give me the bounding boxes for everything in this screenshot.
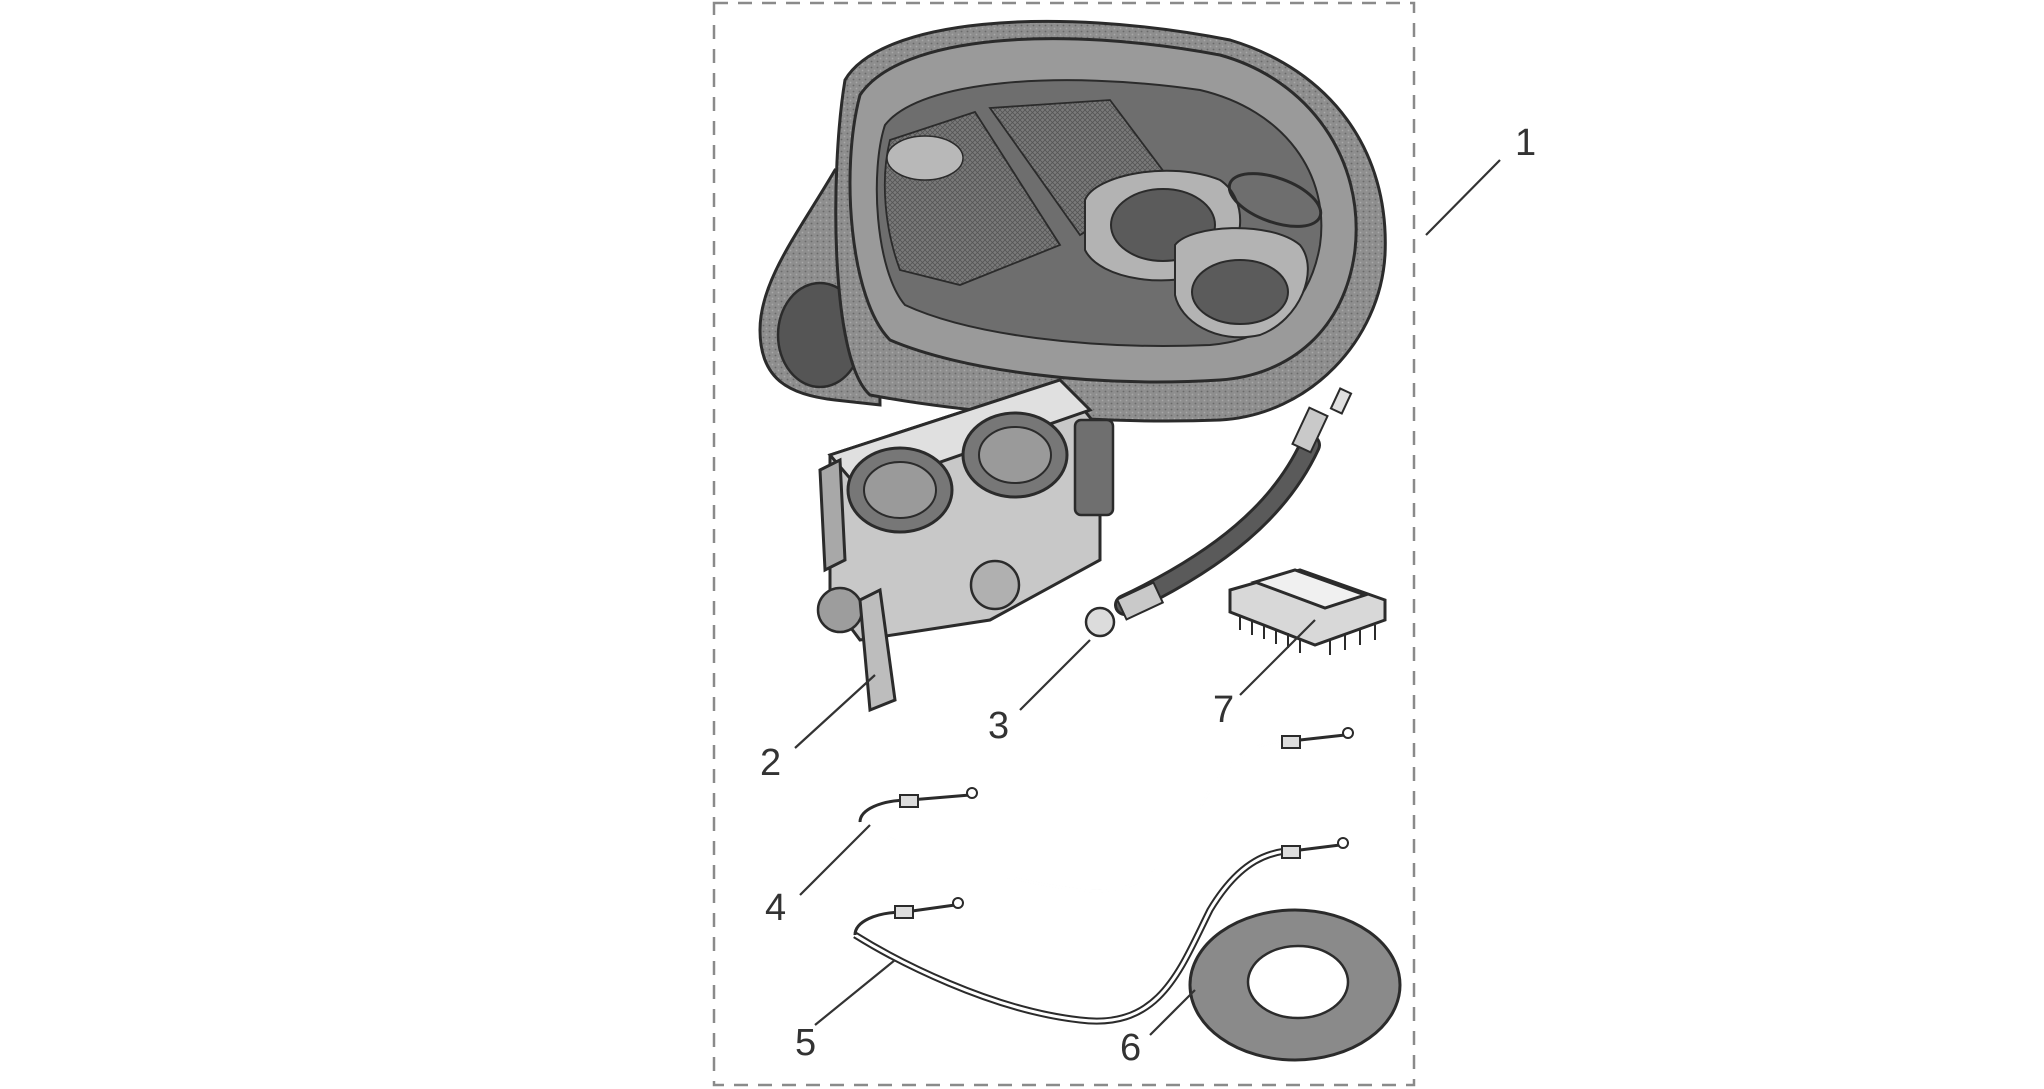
callout-7: 7 — [1213, 689, 1234, 731]
callout-4: 4 — [765, 887, 786, 929]
washer-hole — [1246, 944, 1350, 1020]
banjo-fitting — [1084, 606, 1116, 638]
callout-5: 5 — [795, 1022, 816, 1064]
throttle-cable-lower — [853, 837, 1349, 1025]
leader-3 — [1019, 639, 1091, 711]
leader-2 — [794, 674, 876, 749]
kit-border — [712, 1, 1416, 1087]
throttle-cable-upper — [858, 727, 1354, 893]
fuel-hose — [1084, 387, 1353, 638]
leader-7 — [1239, 619, 1316, 696]
callout-6: 6 — [1120, 1027, 1141, 1069]
leader-4 — [799, 824, 871, 896]
callout-1: 1 — [1515, 122, 1536, 164]
leader-6 — [1149, 989, 1196, 1036]
callout-3: 3 — [988, 705, 1009, 747]
ecu-chip — [1228, 568, 1387, 655]
callout-labels: 1 2 3 4 5 6 7 — [760, 122, 1536, 1069]
leader-lines — [794, 159, 1501, 1036]
air-box-housing — [758, 19, 1387, 423]
callout-2: 2 — [760, 742, 781, 784]
flange-hole-2 — [1191, 259, 1289, 325]
leader-5 — [814, 959, 896, 1026]
sealing-washer — [1188, 908, 1402, 1062]
leader-1 — [1425, 159, 1501, 236]
